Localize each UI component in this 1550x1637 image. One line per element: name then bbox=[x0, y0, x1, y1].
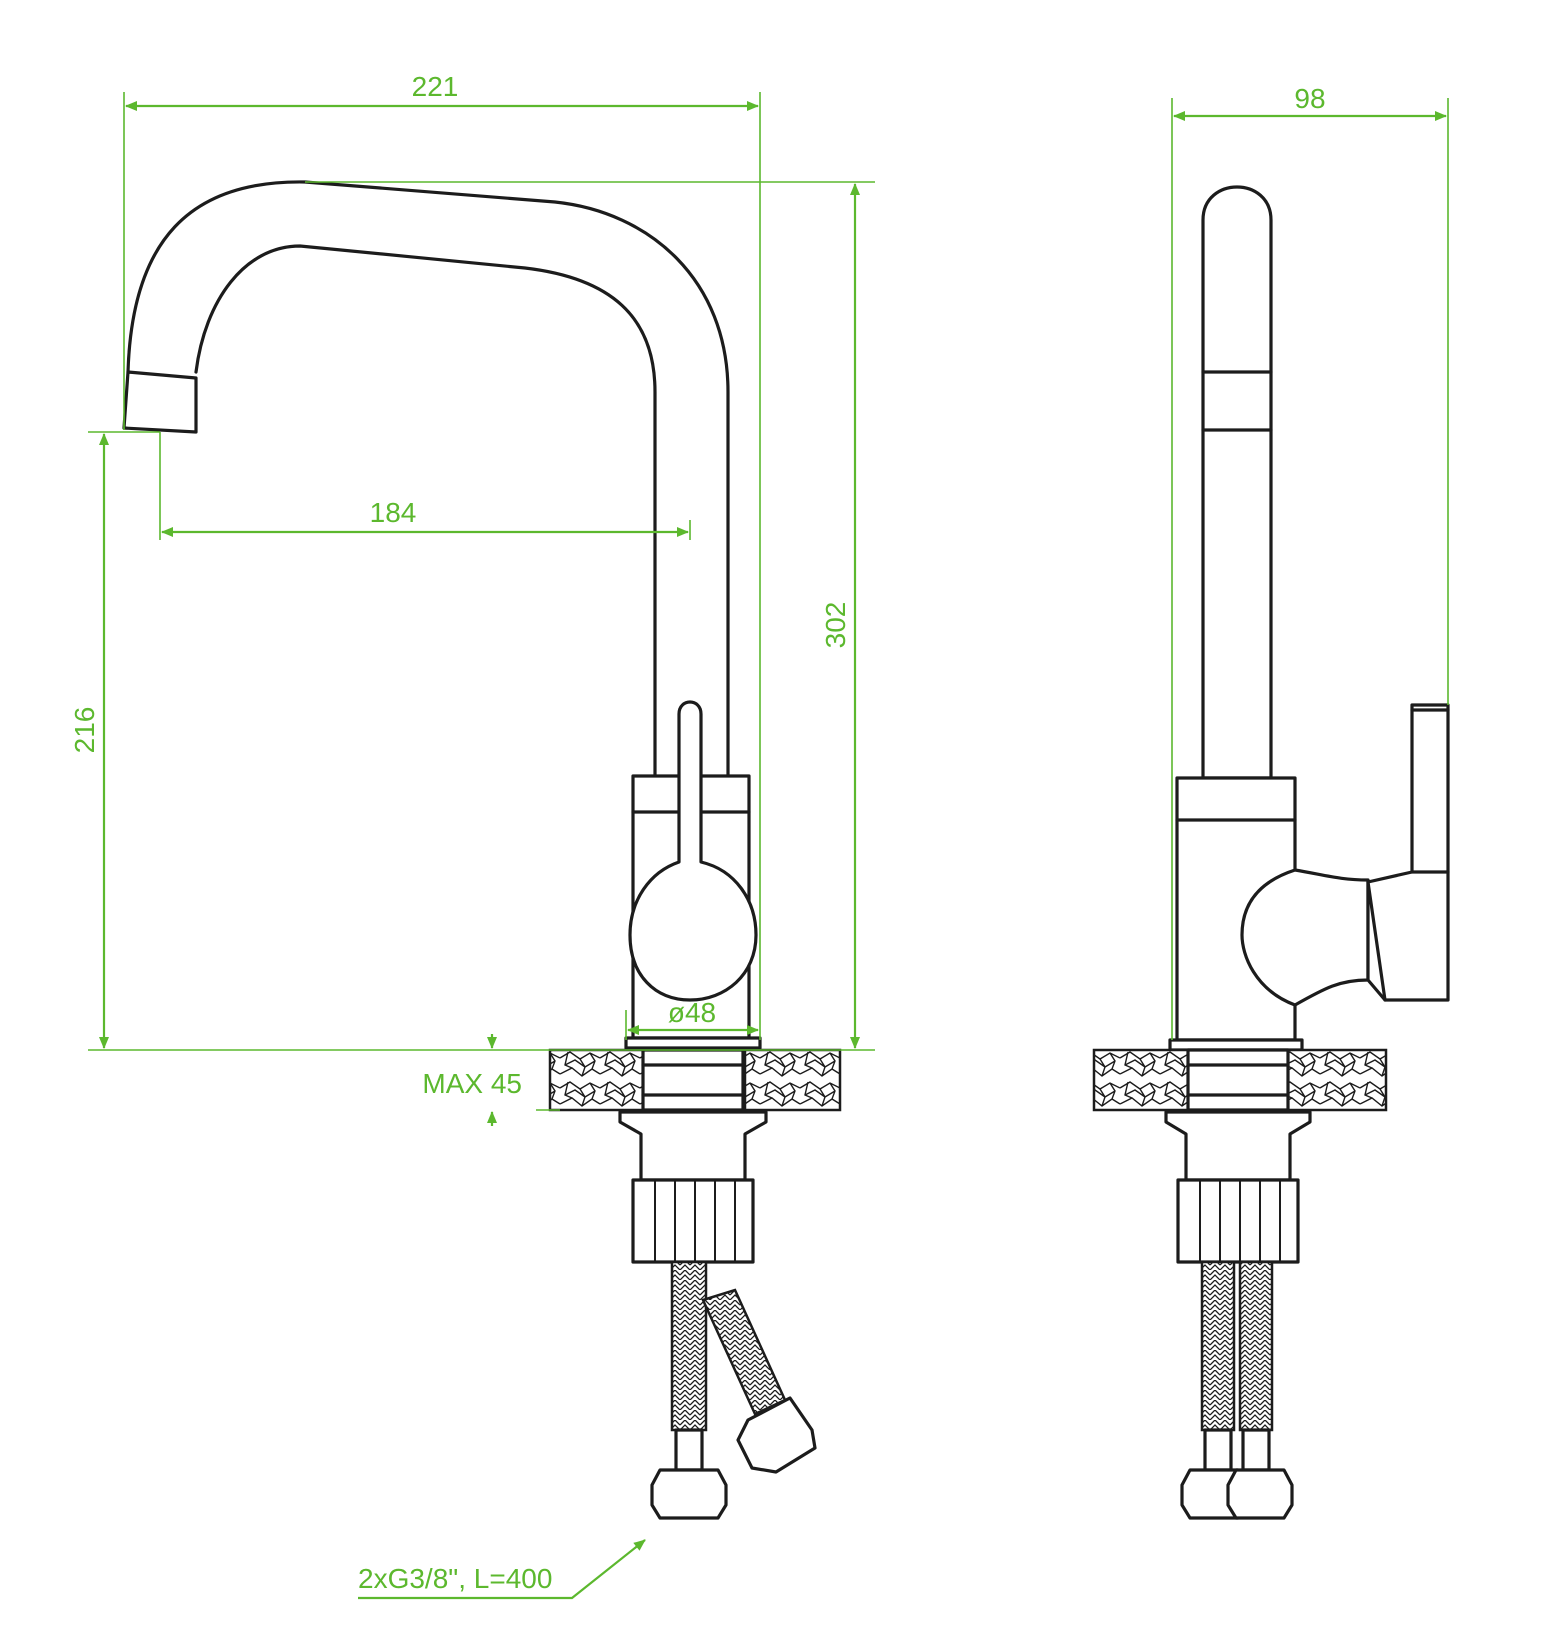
side-hose-left bbox=[1200, 1260, 1236, 1432]
side-view bbox=[1092, 185, 1450, 1520]
front-handle bbox=[628, 700, 758, 1002]
dim-max-thickness: MAX 45 bbox=[422, 1068, 522, 1099]
side-fixing-nut bbox=[1176, 1178, 1300, 1264]
front-hose-straight bbox=[670, 1260, 708, 1432]
dim-spout-height: 216 bbox=[69, 707, 100, 754]
side-spout-tube bbox=[1201, 185, 1273, 780]
side-lever bbox=[1366, 703, 1450, 1002]
front-hose-nut-angled bbox=[736, 1396, 817, 1474]
front-view bbox=[122, 180, 842, 1520]
side-hose-ferrule-left bbox=[1203, 1428, 1233, 1472]
front-spout-body bbox=[126, 180, 730, 778]
side-dimensions: 98 bbox=[1171, 83, 1449, 1040]
front-countertop-left bbox=[548, 1048, 647, 1112]
side-countertop-left bbox=[1092, 1048, 1192, 1112]
side-countertop-right bbox=[1284, 1048, 1388, 1112]
side-mount-shank bbox=[1186, 1048, 1290, 1112]
front-dimensions: 221 184 302 216 ø48 MAX 45 2xG3/8", L=40… bbox=[69, 71, 875, 1600]
front-spout-inner bbox=[194, 244, 657, 778]
dim-base-diameter: ø48 bbox=[668, 997, 716, 1028]
dim-overall-depth: 98 bbox=[1294, 83, 1325, 114]
leader-connection-hoses bbox=[358, 1539, 646, 1600]
front-hose-ferrule bbox=[674, 1428, 704, 1472]
side-cartridge bbox=[1240, 868, 1370, 1007]
front-base-ring bbox=[624, 1036, 762, 1050]
label-connection-hoses: 2xG3/8", L=400 bbox=[358, 1563, 552, 1594]
side-hose-ferrule-right bbox=[1241, 1428, 1271, 1472]
side-fixing-flange bbox=[1164, 1110, 1312, 1182]
dim-overall-height: 302 bbox=[820, 602, 851, 649]
front-hose-nut-straight bbox=[650, 1468, 728, 1520]
side-lever-edge bbox=[1366, 880, 1387, 1002]
dim-spout-reach: 184 bbox=[370, 497, 417, 528]
front-mount-shank bbox=[641, 1048, 745, 1112]
front-countertop-right bbox=[743, 1048, 842, 1112]
front-fixing-flange bbox=[618, 1110, 768, 1182]
side-hose-nut-right bbox=[1226, 1468, 1294, 1520]
dim-overall-width: 221 bbox=[412, 71, 459, 102]
front-aerator bbox=[122, 370, 198, 434]
front-hose-angled bbox=[701, 1288, 787, 1416]
side-hose-right bbox=[1238, 1260, 1274, 1432]
